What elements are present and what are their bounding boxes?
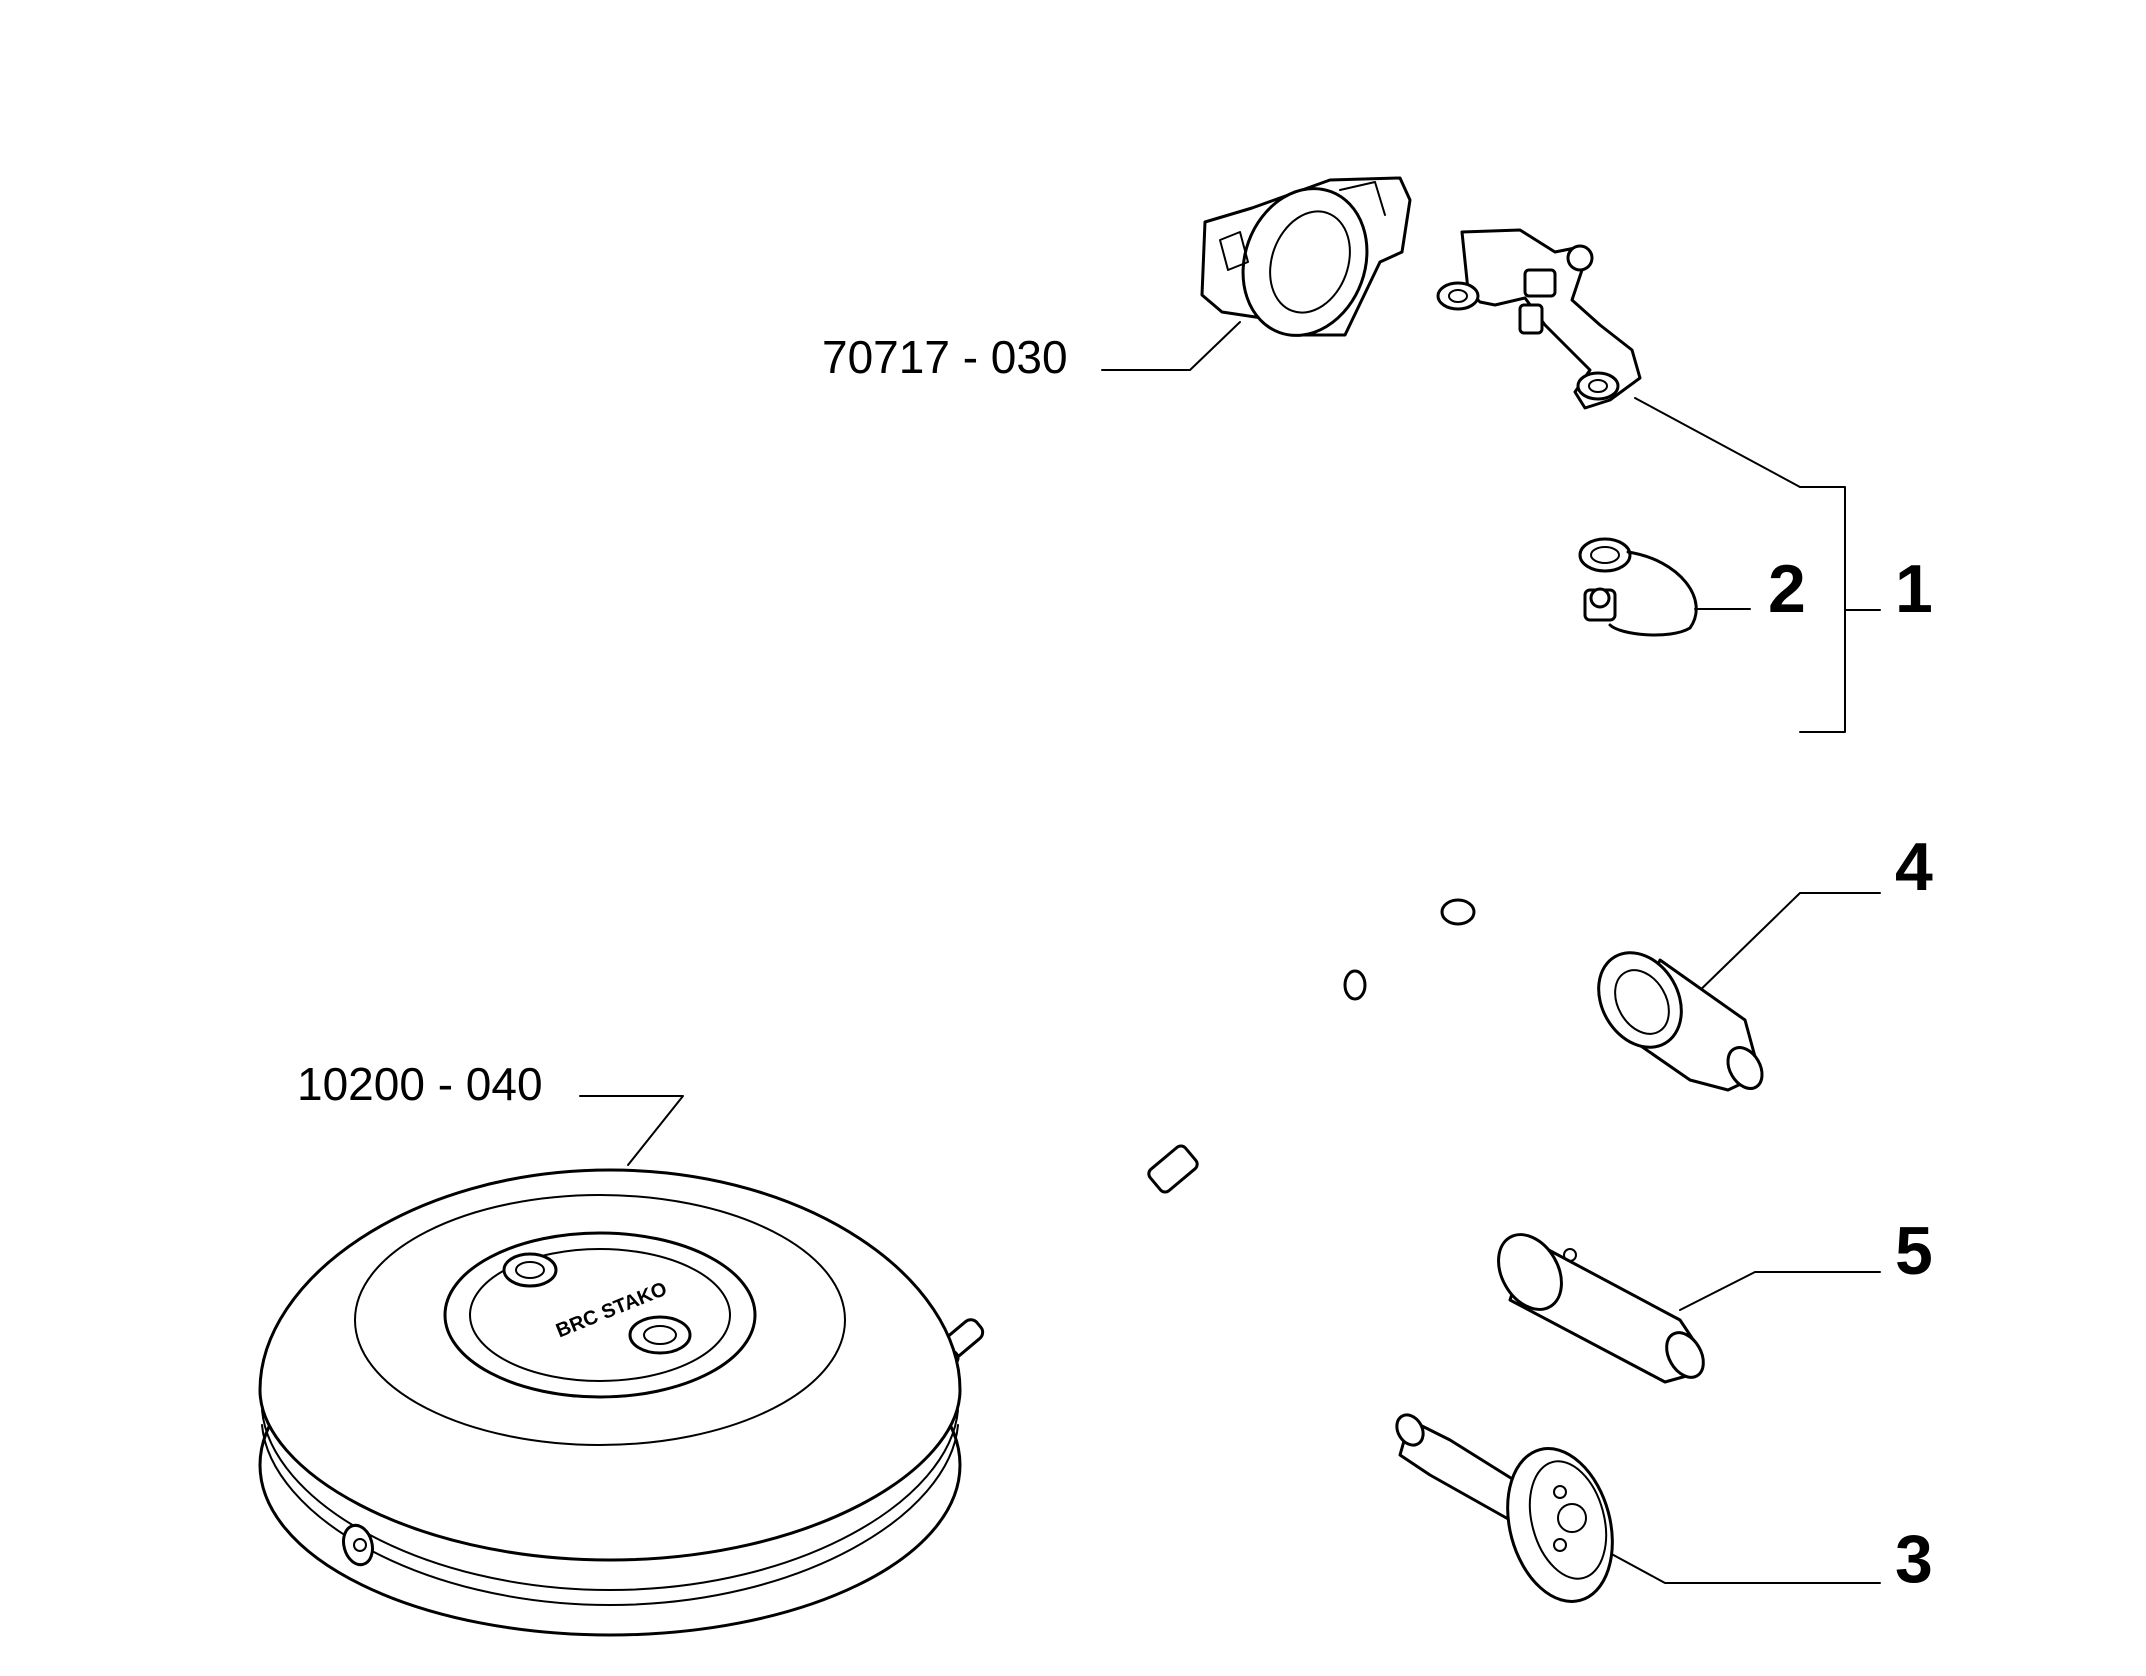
lpg-tank: BRC STAKO xyxy=(258,1168,962,1637)
cap-with-strap xyxy=(1578,537,1698,637)
bracket-group-1 xyxy=(1634,397,1881,733)
ref-label-70717-030: 70717 - 030 xyxy=(822,331,1068,383)
leader-part-5 xyxy=(1679,1271,1881,1311)
filler-valve-bracket xyxy=(1436,228,1642,410)
leader-10200-040 xyxy=(579,1095,684,1166)
ref-label-10200-040: 10200 - 040 xyxy=(297,1058,543,1110)
leader-part-4 xyxy=(1689,892,1881,1001)
part-number-4: 4 xyxy=(1895,829,1933,905)
leader-part-3 xyxy=(1594,1544,1881,1584)
injector-body xyxy=(1497,1233,1705,1384)
wheel-valve xyxy=(1395,1413,1614,1603)
part-number-5: 5 xyxy=(1895,1213,1933,1289)
valve-fitting xyxy=(1597,951,1764,1092)
part-number-1: 1 xyxy=(1895,551,1933,627)
gas-pipe xyxy=(936,303,1584,1368)
part-number-3: 3 xyxy=(1895,1521,1933,1597)
leader-70717-030 xyxy=(1101,321,1241,371)
filler-housing xyxy=(1200,176,1412,337)
part-number-2: 2 xyxy=(1768,551,1806,627)
